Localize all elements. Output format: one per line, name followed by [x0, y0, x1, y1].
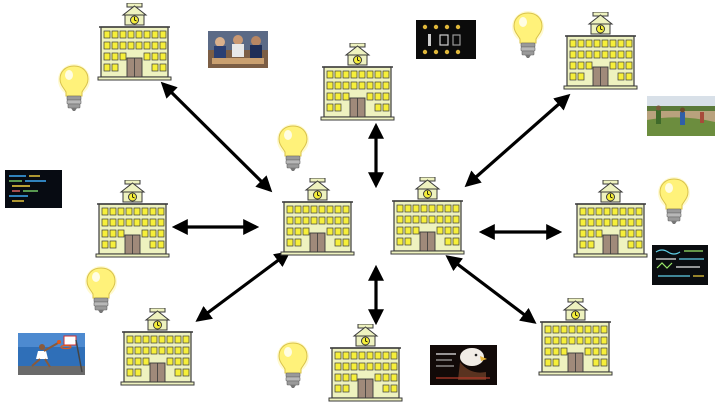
farm-field-photo-icon	[647, 96, 715, 136]
school-building-top-left	[97, 3, 172, 81]
lightbulb-icon	[57, 63, 91, 112]
arrow-hub-to-top-left	[160, 81, 273, 193]
lightbulb-icon	[276, 340, 310, 389]
arrow-hub-to-bottom-right	[445, 255, 537, 324]
basketball-photo-icon	[18, 333, 85, 375]
eagle-photo-icon	[430, 345, 497, 385]
lightbulb-icon	[657, 176, 691, 225]
lightbulb-icon	[276, 123, 310, 172]
dark-screen-photo-icon	[416, 20, 476, 59]
school-building-top-right	[563, 12, 638, 90]
school-building-hub-left	[280, 178, 355, 256]
school-building-bottom-right	[538, 298, 613, 376]
connection-arrows	[160, 81, 571, 326]
school-building-hub-right	[390, 177, 465, 255]
arrow-hub-to-top-right	[464, 93, 571, 188]
lightbulb-icon	[84, 265, 118, 314]
arrow-hub-to-bottom-left	[195, 251, 291, 322]
lightbulb-icon	[511, 10, 545, 59]
school-building-top-center	[320, 43, 395, 121]
chalkboard-photo-icon	[652, 245, 708, 285]
school-building-mid-left	[95, 180, 170, 258]
school-building-mid-right	[573, 180, 648, 258]
group-photo-icon	[208, 31, 268, 68]
code-screen-photo-icon	[5, 170, 62, 208]
school-building-bottom-center	[328, 324, 403, 402]
school-building-bottom-left	[120, 308, 195, 386]
